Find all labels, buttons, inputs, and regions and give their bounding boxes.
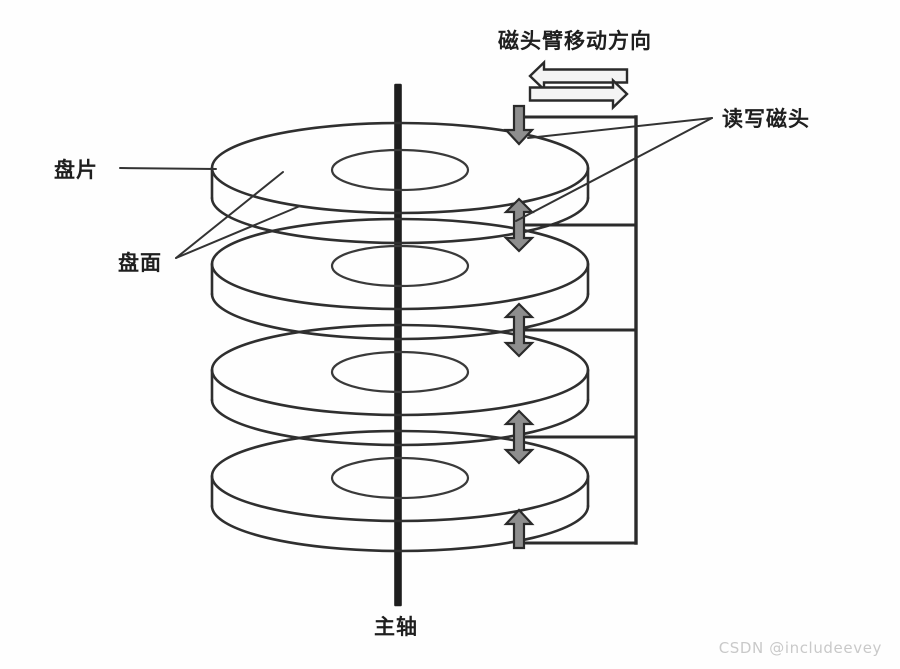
diagram-labels: 磁头臂移动方向 读写磁头 盘片 盘面 主轴 <box>54 29 810 639</box>
read-write-head-5 <box>503 508 535 550</box>
platter-2 <box>210 217 590 341</box>
label-spindle: 主轴 <box>374 615 418 639</box>
leader-lines <box>119 117 713 259</box>
label-platter: 盘片 <box>54 158 98 182</box>
read-write-head-1 <box>503 104 535 146</box>
spindle-group <box>394 83 402 607</box>
platter-3-top-face <box>210 323 590 417</box>
leader-line-disk-surface-upper <box>175 171 284 259</box>
label-arm-motion-direction: 磁头臂移动方向 <box>498 29 652 53</box>
platter-stack <box>210 121 590 553</box>
arm-motion-arrows <box>528 59 629 111</box>
leader-line-head-lower <box>515 117 713 222</box>
read-write-head-group <box>503 104 535 550</box>
platter-3 <box>210 323 590 447</box>
label-disk-surface: 盘面 <box>118 251 162 275</box>
platter-2-bottom-rim <box>210 292 590 341</box>
csdn-watermark: CSDN @includeevey <box>718 639 882 657</box>
platter-4 <box>210 429 590 553</box>
leader-line-disk-surface-lower <box>175 205 301 259</box>
platter-3-bottom-rim <box>210 398 590 447</box>
leader-line-head-upper <box>527 117 713 139</box>
leader-line-platter <box>119 167 217 170</box>
platter-1-centre-hole <box>330 148 470 192</box>
platter-4-top-face <box>210 429 590 523</box>
read-write-head-3 <box>503 302 535 358</box>
platter-4-centre-hole <box>330 456 470 500</box>
label-read-write-head: 读写磁头 <box>722 107 810 131</box>
platter-2-centre-hole <box>330 244 470 288</box>
read-write-head-4 <box>503 409 535 465</box>
arm-motion-arrow-right <box>528 77 629 111</box>
spindle-shaft <box>394 83 402 607</box>
platter-3-centre-hole <box>330 350 470 394</box>
read-write-head-2 <box>503 197 535 253</box>
platter-1-bottom-rim <box>210 196 590 245</box>
platter-4-bottom-rim <box>210 504 590 553</box>
platter-2-top-face <box>210 217 590 311</box>
actuator-arm-assembly <box>519 115 638 545</box>
